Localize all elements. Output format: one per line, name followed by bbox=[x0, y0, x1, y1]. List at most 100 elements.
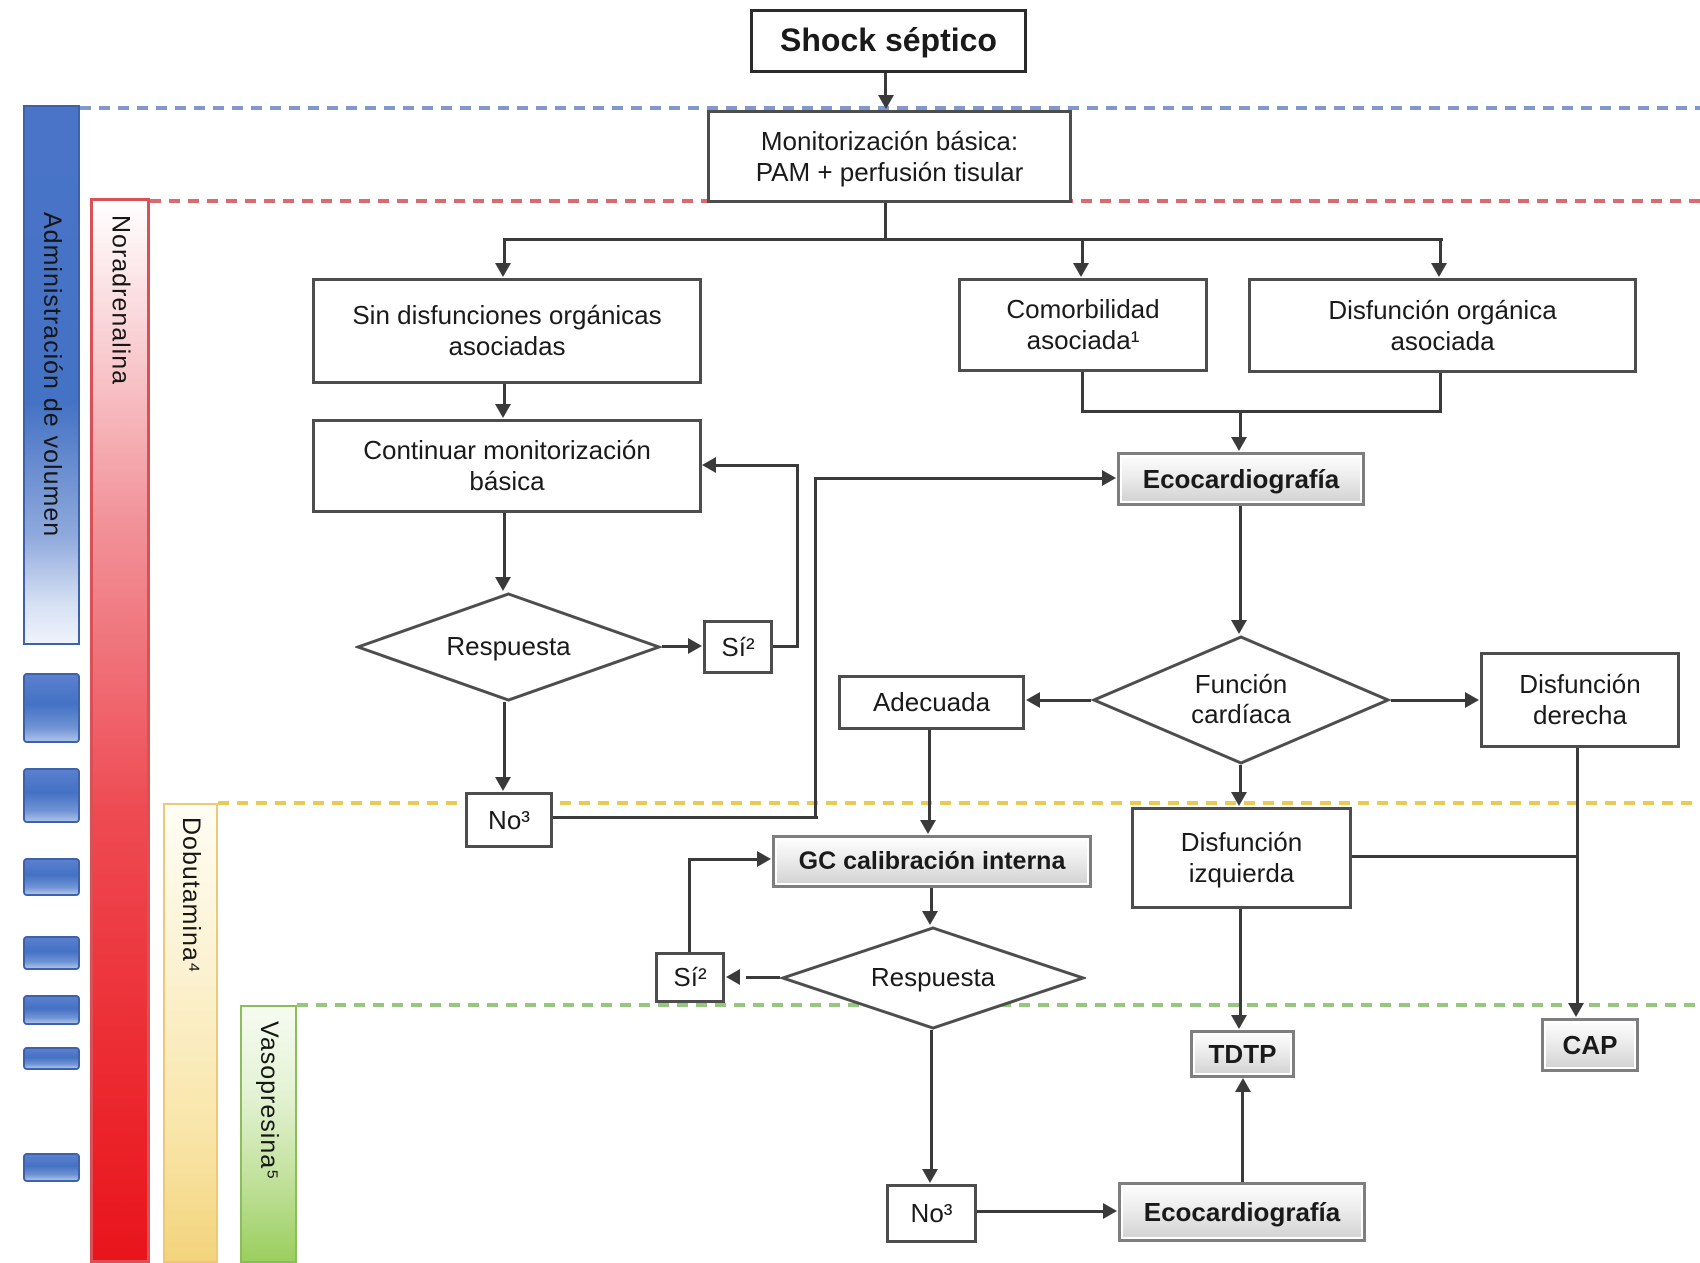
node-adecuada-label: Adecuada bbox=[872, 687, 991, 718]
node-disfuncion-derecha-label: Disfunción derecha bbox=[1519, 669, 1641, 730]
bar-dobutamina-label: Dobutamina⁴ bbox=[177, 817, 205, 974]
connector bbox=[1239, 765, 1242, 794]
arrowhead bbox=[1231, 792, 1247, 806]
connector bbox=[688, 860, 691, 952]
volumen-square bbox=[23, 1047, 80, 1070]
volumen-square bbox=[23, 768, 80, 823]
arrowhead bbox=[702, 457, 716, 473]
connector bbox=[746, 976, 780, 979]
connector bbox=[1439, 238, 1442, 266]
bar-dobutamina: Dobutamina⁴ bbox=[163, 803, 218, 1263]
diamond-respuesta-superior bbox=[355, 592, 662, 702]
bar-administracion-volumen: Administración de volumen bbox=[23, 105, 80, 645]
node-continuar-monitorizacion: Continuar monitorización básica bbox=[312, 419, 702, 513]
phase-line-dobutamina bbox=[218, 801, 1700, 805]
arrowhead bbox=[1568, 1003, 1584, 1017]
connector bbox=[1081, 238, 1084, 266]
bar-noradrenalina: Noradrenalina bbox=[90, 198, 150, 1263]
connector bbox=[1352, 855, 1579, 858]
arrowhead bbox=[1431, 263, 1447, 277]
connector bbox=[796, 464, 799, 647]
volumen-square bbox=[23, 1153, 80, 1182]
node-gc-calibracion: GC calibración interna bbox=[772, 835, 1092, 888]
arrowhead bbox=[757, 851, 771, 867]
node-ecocardiografia-superior-label: Ecocardiografía bbox=[1142, 463, 1340, 494]
connector bbox=[814, 477, 1104, 480]
node-si-inferior-label: Sí² bbox=[673, 962, 707, 993]
connector bbox=[1239, 909, 1242, 1017]
node-monitorizacion-basica: Monitorización básica: PAM + perfusión t… bbox=[707, 110, 1072, 203]
node-no-superior-label: No³ bbox=[488, 804, 530, 835]
arrowhead bbox=[726, 969, 740, 985]
node-ecocardiografia-inferior: Ecocardiografía bbox=[1118, 1182, 1366, 1242]
connector bbox=[1439, 373, 1442, 412]
node-cap: CAP bbox=[1541, 1018, 1639, 1072]
volumen-square bbox=[23, 858, 80, 896]
bar-volumen-label: Administración de volumen bbox=[38, 212, 66, 538]
node-si-superior-label: Sí² bbox=[721, 631, 755, 662]
bar-vasopresina: Vasopresina⁵ bbox=[240, 1005, 297, 1263]
bar-noradrenalina-label: Noradrenalina bbox=[106, 215, 135, 386]
diamond-respuesta-inferior-label: Respuesta bbox=[870, 962, 996, 993]
arrowhead bbox=[1026, 692, 1040, 708]
arrowhead bbox=[1103, 1203, 1117, 1219]
arrowhead bbox=[1235, 1078, 1251, 1092]
node-si-superior: Sí² bbox=[703, 620, 773, 674]
connector bbox=[930, 888, 933, 913]
node-shock-septico: Shock séptico bbox=[750, 9, 1027, 73]
connector bbox=[503, 702, 506, 779]
node-gc-calibracion-label: GC calibración interna bbox=[798, 846, 1066, 875]
connector bbox=[1241, 1090, 1244, 1182]
node-ecocardiografia-superior: Ecocardiografía bbox=[1117, 452, 1365, 506]
connector bbox=[1576, 748, 1579, 1005]
node-comorbilidad: Comorbilidad asociada¹ bbox=[958, 278, 1208, 372]
connector bbox=[928, 730, 931, 822]
connector bbox=[1239, 506, 1242, 622]
connector bbox=[814, 477, 817, 818]
diamond-respuesta-inferior bbox=[780, 926, 1086, 1030]
connector bbox=[1391, 699, 1467, 702]
arrowhead bbox=[922, 1169, 938, 1183]
arrowhead bbox=[495, 577, 511, 591]
connector bbox=[773, 645, 799, 648]
connector bbox=[1239, 410, 1242, 438]
diamond-funcion-cardiaca bbox=[1091, 635, 1391, 765]
connector bbox=[716, 464, 798, 467]
node-disfuncion-izquierda-label: Disfunción izquierda bbox=[1180, 827, 1303, 888]
node-shock-septico-label: Shock séptico bbox=[780, 22, 997, 59]
arrowhead bbox=[1231, 620, 1247, 634]
node-continuar-monitorizacion-label: Continuar monitorización básica bbox=[363, 435, 651, 496]
connector bbox=[503, 513, 506, 579]
node-no-superior: No³ bbox=[465, 792, 553, 848]
node-comorbilidad-label: Comorbilidad asociada¹ bbox=[1006, 294, 1160, 355]
arrowhead bbox=[1102, 470, 1116, 486]
node-sin-disfunciones: Sin disfunciones orgánicas asociadas bbox=[312, 278, 702, 384]
connector bbox=[1081, 410, 1442, 413]
connector bbox=[930, 1030, 933, 1171]
connector bbox=[884, 68, 887, 98]
arrowhead bbox=[495, 777, 511, 791]
node-disfuncion-organica-label: Disfunción orgánica asociada bbox=[1328, 294, 1557, 356]
arrowhead bbox=[878, 95, 894, 109]
node-disfuncion-derecha: Disfunción derecha bbox=[1480, 652, 1680, 748]
node-disfuncion-organica: Disfunción orgánica asociada bbox=[1248, 278, 1637, 373]
node-disfuncion-izquierda: Disfunción izquierda bbox=[1131, 807, 1352, 909]
node-cap-label: CAP bbox=[1562, 1029, 1618, 1060]
connector bbox=[662, 645, 690, 648]
volumen-square bbox=[23, 995, 80, 1025]
node-tdtp: TDTP bbox=[1190, 1030, 1295, 1078]
connector bbox=[503, 238, 506, 266]
volumen-square bbox=[23, 936, 80, 970]
arrowhead bbox=[688, 638, 702, 654]
arrowhead bbox=[1465, 692, 1479, 708]
volumen-square bbox=[23, 673, 80, 743]
diamond-funcion-cardiaca-label: Función cardíaca bbox=[1191, 669, 1291, 729]
arrowhead bbox=[1073, 263, 1089, 277]
arrowhead bbox=[920, 820, 936, 834]
arrowhead bbox=[1231, 1015, 1247, 1029]
node-no-inferior: No³ bbox=[886, 1184, 977, 1243]
connector bbox=[884, 203, 887, 241]
connector bbox=[1040, 699, 1091, 702]
arrowhead bbox=[922, 911, 938, 925]
arrowhead bbox=[495, 404, 511, 418]
